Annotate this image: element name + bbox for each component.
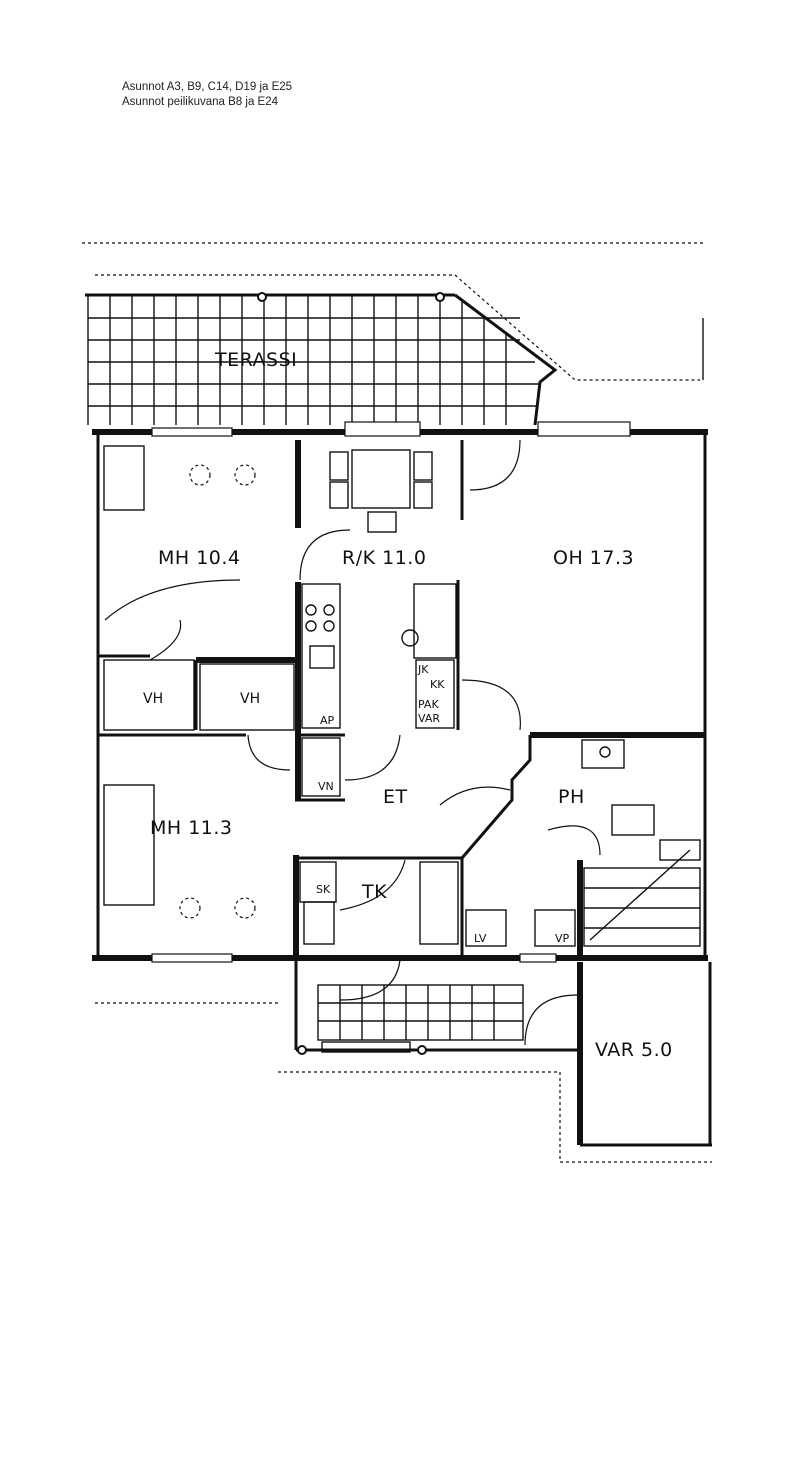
tk-cabinet [419, 861, 459, 945]
chair [413, 451, 433, 481]
kitchen-counter [301, 583, 341, 729]
room-label-et: ET [383, 786, 408, 808]
lamp [234, 464, 256, 486]
post-marker [417, 1045, 427, 1055]
lv-cabinet [465, 909, 507, 947]
entry [95, 960, 712, 1163]
stove-burner [305, 620, 317, 632]
room-label-var: VAR 5.0 [595, 1039, 673, 1061]
room-label-terassi: TERASSI [214, 349, 297, 371]
sauna-benches [583, 867, 701, 947]
fixture-label-var: VAR [418, 712, 440, 725]
fixture-labels: VH VH JK KK PAK VAR AP VN SK LV VP [143, 663, 570, 945]
bed-outline [103, 445, 145, 511]
room-label-ph: PH [558, 786, 585, 808]
fixture-label-vh2: VH [240, 691, 260, 707]
door-swing-sauna [547, 825, 601, 856]
window [537, 421, 631, 437]
terrace-rail-diagonal [454, 293, 558, 426]
toilet [611, 804, 655, 836]
door-swing-ph [439, 786, 511, 806]
dimension-line [589, 849, 691, 941]
guide-line-bottom [278, 1071, 712, 1163]
interior-walls [98, 440, 705, 955]
kitchen-cabinet [413, 583, 457, 659]
room-label-rk: R/K 11.0 [342, 547, 426, 569]
post-marker [257, 292, 267, 302]
terrace: TERASSI [85, 292, 558, 426]
guide-line-terrace [95, 274, 700, 381]
header-line-2: Asunnot peilikuvana B8 ja E24 [122, 96, 278, 108]
chair [367, 511, 397, 533]
stove-burner [305, 604, 317, 616]
vn-cabinet [301, 737, 341, 797]
fixture-label-pak: PAK [418, 698, 439, 711]
room-label-oh: OH 17.3 [553, 547, 634, 569]
post-marker [297, 1045, 307, 1055]
dining-table [351, 449, 411, 509]
washbasin [581, 739, 625, 769]
fixture-label-sk: SK [316, 883, 331, 896]
fridge-stack [415, 659, 455, 729]
fixture-label-ap: AP [320, 714, 335, 727]
door-swing-var [524, 994, 579, 1046]
window [151, 427, 233, 437]
door-swing-mh1 [104, 579, 241, 621]
chair [329, 451, 349, 481]
door-swing-oh [461, 679, 521, 731]
kitchen-sink [309, 645, 335, 669]
fixture-label-jk: JK [417, 663, 429, 676]
window [519, 953, 557, 963]
wall-ph-diagonal [460, 735, 532, 859]
stove-burner [323, 604, 335, 616]
room-label-mh1: MH 10.4 [158, 547, 241, 569]
room-label-mh2: MH 11.3 [150, 817, 233, 839]
furniture [103, 445, 701, 947]
doormat [321, 1041, 411, 1053]
window [151, 953, 233, 963]
kitchen-stool [401, 629, 419, 647]
door-swing-et [344, 734, 401, 781]
vp-cabinet [534, 909, 576, 947]
door-swing-balcony [469, 439, 521, 491]
header: Asunnot A3, B9, C14, D19 ja E25 Asunnot … [122, 80, 292, 110]
header-line-1: Asunnot A3, B9, C14, D19 ja E25 [122, 81, 293, 93]
lamp [234, 897, 256, 919]
door-swing [247, 734, 291, 771]
window [344, 421, 421, 437]
door-swing [299, 529, 351, 581]
door-swing-entry [339, 959, 401, 1001]
chair [329, 481, 349, 509]
lamp [189, 464, 211, 486]
bed-outline [103, 784, 155, 906]
door-swing-vh [149, 619, 182, 661]
fixture-label-vh1: VH [143, 691, 163, 707]
sk-shelves [303, 901, 335, 945]
door-swings [104, 439, 601, 1046]
terrace-grid [88, 295, 540, 425]
fixture-label-vp: VP [555, 932, 570, 945]
post-marker [435, 292, 445, 302]
fixture-label-kk: KK [430, 678, 445, 691]
fixture-label-vn: VN [318, 780, 334, 793]
door-swing-tk [339, 859, 406, 911]
drain-icon [599, 746, 611, 758]
lamp [179, 897, 201, 919]
stove-burner [323, 620, 335, 632]
entry-steps [317, 984, 524, 1041]
room-labels: MH 10.4 R/K 11.0 OH 17.3 MH 11.3 ET PH T… [150, 547, 673, 1061]
room-label-tk: TK [361, 881, 387, 903]
chair [413, 481, 433, 509]
fixture-label-lv: LV [474, 932, 487, 945]
exterior-walls [92, 421, 708, 963]
bathroom-shelf [659, 839, 701, 861]
sk-cabinet [299, 861, 337, 903]
wardrobe [103, 659, 195, 731]
wardrobe [199, 663, 295, 731]
